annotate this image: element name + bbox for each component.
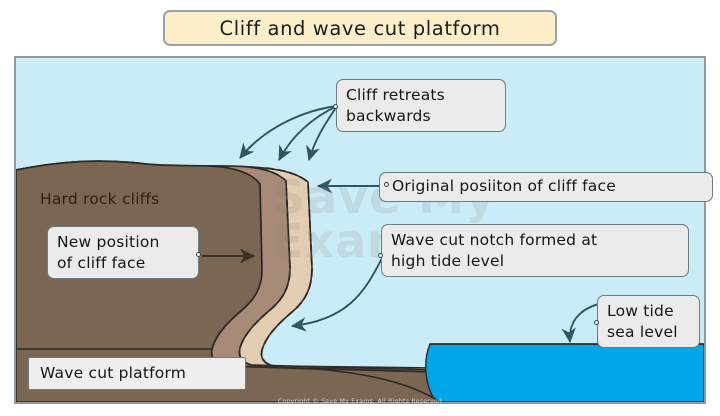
diagram-title-text: Cliff and wave cut platform xyxy=(219,16,501,40)
copyright-notice: Copyright © Save My Exams. All Rights Re… xyxy=(277,398,443,405)
wave-cut-notch-arrow xyxy=(290,257,383,332)
diagram-title-box: Cliff and wave cut platform xyxy=(163,10,557,46)
label-cliff-retreats-backwards: Cliff retreats backwards xyxy=(336,79,506,133)
cliff-retreat-arrow-1 xyxy=(239,105,338,159)
original-position-dashed-line xyxy=(260,167,313,367)
label-hard-rock-cliffs: Hard rock cliffs xyxy=(40,190,160,208)
label-wave-cut-platform: Wave cut platform xyxy=(28,357,246,390)
label-new-position-of-cliff-face: New position of cliff face xyxy=(47,226,199,280)
label-wave-cut-notch: Wave cut notch formed at high tide level xyxy=(381,224,689,278)
connector-dot-low-tide xyxy=(594,320,599,325)
connector-dot-wave-cut-notch xyxy=(378,253,383,258)
sea-water xyxy=(425,343,704,402)
label-low-tide-sea-level: Low tide sea level xyxy=(597,295,700,349)
label-original-position-of-cliff-face: Original posiiton of cliff face xyxy=(379,172,713,202)
connector-dot-cliff-retreats xyxy=(333,104,338,109)
intermediate-position-dashed-line xyxy=(238,166,291,366)
cliff-retreat-arrow-3 xyxy=(306,105,338,162)
connector-dot-original-position xyxy=(384,182,389,187)
connector-dot-new-position xyxy=(196,252,201,257)
cliff-retreat-arrow-2 xyxy=(278,105,338,162)
